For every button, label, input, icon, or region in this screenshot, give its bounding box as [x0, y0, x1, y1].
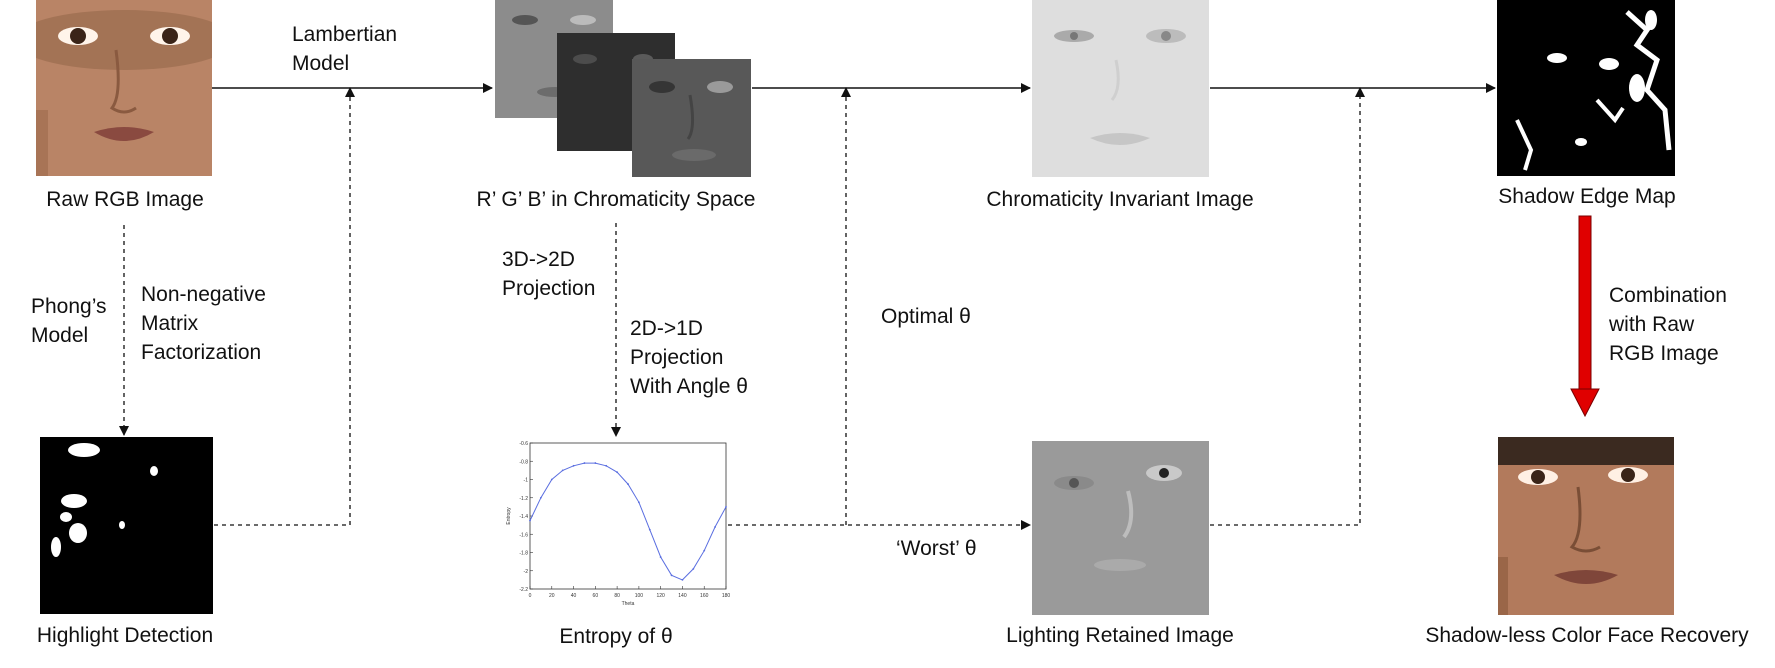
edge-label-worst: ‘Worst’ θ — [896, 537, 977, 560]
entropy-point — [572, 464, 575, 467]
entropy-point — [583, 462, 586, 464]
label-lighting-retained: Lighting Retained Image — [1006, 624, 1234, 647]
y-axis-label: Entropy — [506, 507, 512, 525]
label-chromaticity-space: R’ G’ B’ in Chromaticity Space — [476, 188, 756, 211]
entropy-chart: 0 20 40 60 80 100 120 140 160 180 -0.6 -0.8 -1 -1.2 -1… — [500, 437, 730, 609]
y-tick-label: -1.6 — [519, 532, 528, 538]
entropy-point — [725, 505, 727, 508]
entropy-point — [561, 469, 564, 472]
chromaticity-b-image — [632, 59, 751, 177]
y-tick-label: -0.8 — [519, 459, 528, 465]
highlight-detection-image — [36, 437, 213, 614]
entropy-point — [539, 496, 542, 499]
y-tick-label: -2 — [524, 569, 529, 575]
x-tick-label: 40 — [571, 593, 577, 599]
entropy-point — [648, 528, 651, 531]
edge-label-lambertian: Lambertian Model — [292, 23, 398, 75]
edge-label-2d-1d: 2D->1D Projection With Angle θ — [630, 317, 748, 398]
edge-label-optimal: Optimal θ — [881, 305, 971, 328]
x-tick-label: 0 — [529, 593, 532, 599]
y-tick-label: -1.4 — [519, 514, 528, 520]
x-tick-label: 180 — [722, 593, 730, 599]
entropy-point — [714, 526, 717, 528]
y-tick-label: -1 — [524, 478, 529, 484]
chromaticity-invariant-image — [1032, 0, 1209, 177]
red-arrow-shaft — [1578, 215, 1592, 391]
label-chromaticity-invariant: Chromaticity Invariant Image — [986, 188, 1254, 211]
entropy-point — [616, 471, 619, 474]
x-tick-label: 60 — [593, 593, 599, 599]
edge-label-3d-2d: 3D->2D Projection — [502, 248, 596, 300]
entropy-point — [703, 549, 706, 552]
x-tick-label: 120 — [656, 593, 665, 599]
edge-label-nmf: Non-negative Matrix Factorization — [141, 283, 266, 364]
entropy-point — [529, 519, 531, 522]
arrow-highlight-to-top — [214, 87, 355, 526]
edge-label-phong: Phong’s Model — [31, 295, 107, 347]
entropy-point — [605, 464, 608, 467]
label-shadow-less-recovery: Shadow-less Color Face Recovery — [1425, 624, 1749, 647]
label-shadow-edge-map: Shadow Edge Map — [1498, 185, 1676, 208]
x-tick-label: 140 — [678, 593, 687, 599]
entropy-point — [594, 462, 597, 464]
label-highlight-detection: Highlight Detection — [36, 624, 214, 647]
x-tick-label: 160 — [700, 593, 709, 599]
raw-rgb-face-image — [36, 0, 212, 176]
label-entropy: Entropy of θ — [559, 625, 673, 648]
lighting-retained-image — [1032, 441, 1209, 615]
label-raw-rgb-image: Raw RGB Image — [46, 188, 204, 211]
entropy-point — [637, 501, 640, 504]
chart-plot-area — [529, 442, 727, 590]
arrow-lighting-to-top — [1210, 87, 1365, 526]
edge-label-combination: Combination with Raw RGB Image — [1609, 284, 1727, 365]
entropy-point — [550, 478, 553, 481]
y-tick-label: -1.2 — [519, 496, 528, 502]
y-tick-label: -0.6 — [519, 441, 528, 447]
y-tick-label: -2.2 — [519, 587, 528, 593]
x-tick-label: 100 — [635, 593, 644, 599]
x-tick-label: 80 — [614, 593, 620, 599]
entropy-point — [659, 556, 662, 558]
recovered-face-image — [1498, 437, 1674, 615]
y-tick-label: -1.8 — [519, 551, 528, 557]
entropy-point — [692, 568, 695, 570]
red-arrow-head — [1570, 388, 1600, 418]
entropy-point — [681, 578, 684, 581]
x-tick-label: 20 — [549, 593, 555, 599]
entropy-point — [627, 483, 629, 485]
entropy-point — [670, 574, 673, 577]
shadow-edge-map-image — [1497, 0, 1675, 176]
x-axis-label: Theta — [622, 601, 635, 607]
